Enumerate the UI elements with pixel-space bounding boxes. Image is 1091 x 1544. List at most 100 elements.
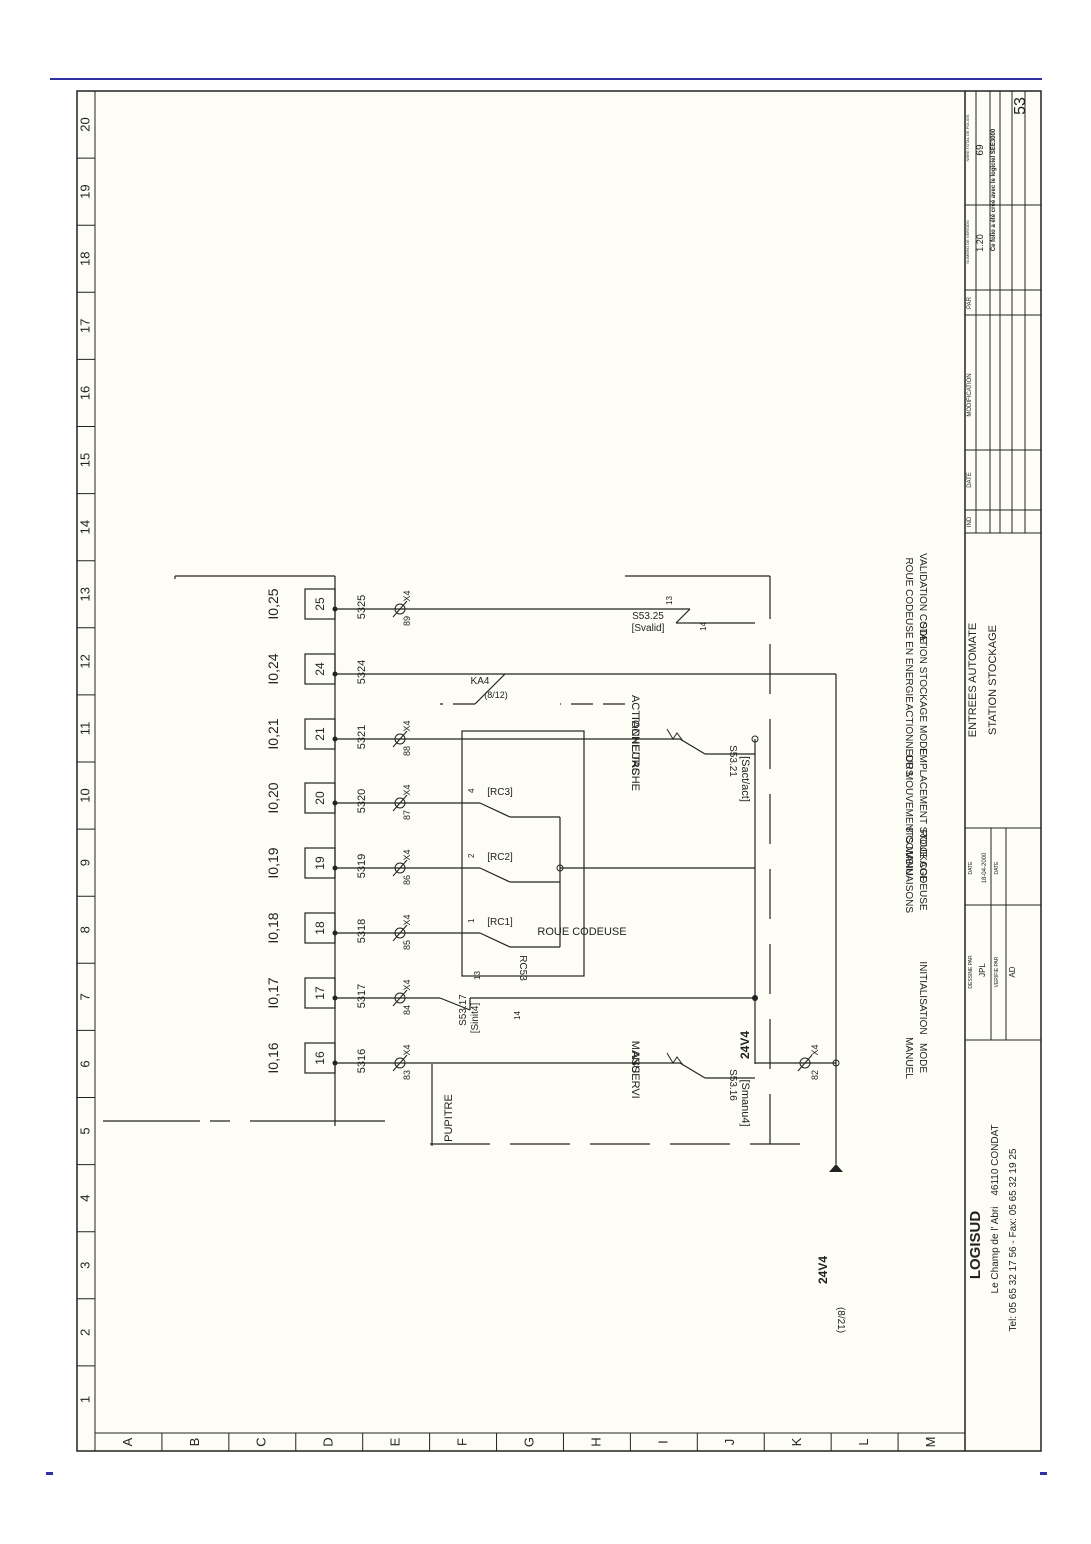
row-label: F [455, 1438, 470, 1446]
terminal-box [304, 977, 336, 1009]
junction-dot [332, 671, 338, 677]
device-tag: [Smanu4] [739, 1079, 751, 1126]
terminal-box [304, 847, 336, 879]
column-label: 5 [77, 1127, 92, 1134]
column-label: 20 [77, 117, 92, 131]
column-label: 9 [77, 859, 92, 866]
total-value: 69 [975, 144, 986, 156]
corner-mark-right [1040, 1472, 1047, 1475]
terminal-number: 21 [313, 727, 327, 741]
function-description: MODE [917, 1043, 928, 1073]
row-label: E [388, 1437, 403, 1446]
date-value: 18-04-2000 [982, 852, 988, 883]
s5325-blade [675, 608, 691, 624]
terminal-x-label: X4 [402, 784, 412, 795]
column-label: 10 [77, 788, 92, 802]
wire-number: 5318 [356, 919, 368, 943]
row-label: J [722, 1439, 737, 1446]
s5317-blade [439, 997, 471, 1011]
device-ref: S53.17 [458, 994, 469, 1026]
column-label: 6 [77, 1060, 92, 1067]
device-label: ACTIONNEURS [629, 695, 641, 775]
terminal-x-label: X4 [402, 979, 412, 990]
contact-number: 13 [473, 971, 482, 980]
junction-dot [332, 930, 338, 936]
corner-mark-left [46, 1472, 53, 1475]
terminal-x-label: X4 [402, 1044, 412, 1055]
software-note: Ce folio a été créé avec le logiciel SEE… [991, 128, 997, 251]
wire-number: 5321 [356, 725, 368, 749]
row-label: M [923, 1437, 938, 1448]
company-city: 46110 CONDAT [990, 1124, 1001, 1195]
bus-terminal [799, 1057, 811, 1069]
terminal-id: 84 [402, 1005, 412, 1015]
rc-name: ROUE CODEUSE [537, 926, 626, 938]
devices: S53.16[Smanu4]ASSERVIMANUS53.17[Sinit4]1… [400, 553, 928, 1333]
plc-input-label: I0,21 [265, 718, 281, 749]
contact-number: 1 [467, 918, 476, 923]
ka4-blade [474, 673, 506, 705]
terminal-box [304, 782, 336, 814]
function-description: VALIDATION CODE [917, 553, 928, 643]
row-label: G [521, 1437, 536, 1447]
device-ref: S53.25 [632, 611, 664, 622]
junction-dot [332, 606, 338, 612]
bus-label-lower: 24V4 [816, 1256, 830, 1284]
bus-terminal-x: X4 [810, 1044, 820, 1055]
column-label: 17 [77, 319, 92, 333]
device-tag: [Sinit4] [470, 1002, 481, 1033]
dessine-value: JPL [978, 963, 987, 977]
row-label: D [321, 1437, 336, 1446]
terminal-box [304, 1042, 336, 1074]
dessine-label: DESSINE PAR [968, 955, 974, 989]
rev-header-modification: MODIFICATION [967, 373, 973, 416]
terminal-box [304, 653, 336, 685]
column-label: 8 [77, 926, 92, 933]
contact-number: 2 [467, 853, 476, 858]
rc-blade [479, 867, 511, 883]
junction-dot [752, 995, 758, 1001]
pushbutton-symbol [666, 728, 684, 742]
junction-dot [332, 800, 338, 806]
device-label: ASSERVI [629, 1051, 641, 1099]
column-label: 16 [77, 386, 92, 400]
terminal-id: 85 [402, 940, 412, 950]
function-description: ROUE CODEUSE [917, 829, 928, 910]
rc-contact-label: [RC3] [487, 787, 513, 798]
row-label: C [254, 1437, 269, 1446]
terminal-x-label: X4 [402, 590, 412, 601]
sheet-border [76, 90, 1042, 1452]
device-tag: (8/12) [484, 690, 508, 700]
plc-input-label: I0,24 [265, 653, 281, 684]
wire-number: 5317 [356, 984, 368, 1008]
date-label: DATE [968, 861, 974, 875]
terminal-x-label: X4 [402, 849, 412, 860]
device-label: MANU [629, 1041, 641, 1073]
column-label: 12 [77, 654, 92, 668]
wire-number: 5316 [356, 1049, 368, 1073]
function-description: MANUEL [903, 1037, 914, 1079]
rc-blade [479, 932, 511, 948]
total-label: NBRE TOTAL DE FOLIOS [965, 114, 970, 161]
top-rule [50, 78, 1042, 80]
s5321-blade [679, 738, 706, 755]
column-label: 11 [77, 722, 92, 736]
row-label: I [655, 1440, 670, 1444]
column-label: 4 [77, 1195, 92, 1202]
plc-input-label: I0,19 [265, 847, 281, 878]
function-description: ACTIONNEURS [903, 704, 914, 777]
plc-input-label: I0,20 [265, 782, 281, 813]
contact-number: 14 [513, 1011, 522, 1020]
row-label: K [789, 1437, 804, 1446]
column-label: 7 [77, 993, 92, 1000]
rev-header-ind: IND [967, 516, 973, 527]
column-label: 18 [77, 252, 92, 266]
